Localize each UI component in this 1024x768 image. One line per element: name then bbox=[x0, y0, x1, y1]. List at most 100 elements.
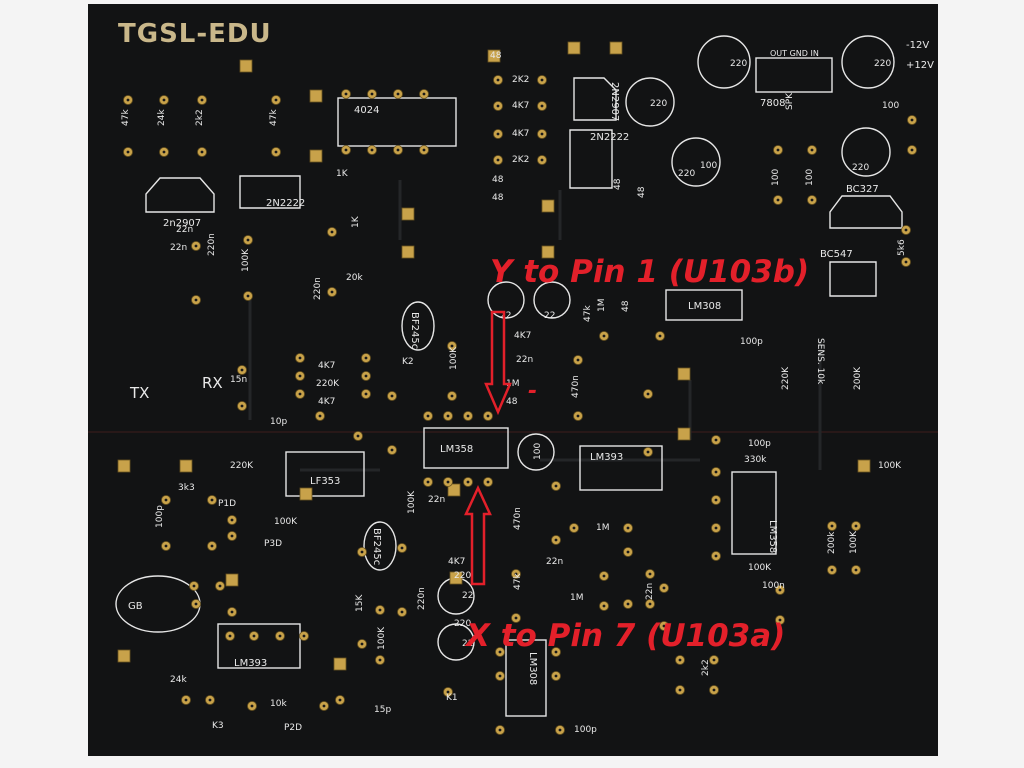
ic-lm393-mid: LM393 bbox=[579, 445, 663, 491]
component-value-label: 48 bbox=[621, 300, 631, 312]
svg-text:BF245c: BF245c bbox=[371, 528, 382, 565]
component-value-label: 48 bbox=[490, 51, 502, 61]
component-value-label: 2K2 bbox=[512, 155, 529, 165]
ic-label: LM393 bbox=[590, 452, 623, 463]
component-value-label: 220 bbox=[852, 163, 869, 173]
component-value-label: 22n bbox=[170, 243, 187, 253]
component-value-label: 100 bbox=[700, 161, 717, 171]
component-value-label: 100p bbox=[748, 439, 771, 449]
copper-pad bbox=[117, 649, 131, 663]
down-arrow-icon bbox=[484, 310, 512, 416]
ic-label: LM308 bbox=[688, 301, 721, 312]
component-value-label: 220 bbox=[730, 59, 747, 69]
component-value-label: 20k bbox=[346, 273, 363, 283]
copper-pad bbox=[677, 427, 691, 441]
component-value-label: 220K bbox=[316, 379, 340, 389]
k3-label: K3 bbox=[212, 721, 224, 731]
component-value-label: 100 bbox=[771, 169, 781, 186]
copper-pad bbox=[401, 245, 415, 259]
component-value-label: 100K bbox=[274, 517, 298, 527]
sens-label: SENS. 10k bbox=[815, 338, 825, 385]
component-value-label: 10p bbox=[270, 417, 287, 427]
component-value-label: 10k bbox=[270, 699, 287, 709]
power-plus-label: +12V bbox=[906, 60, 934, 71]
component-value-label: 100K bbox=[449, 346, 459, 370]
copper-pad bbox=[541, 199, 555, 213]
component-value-label: 22 bbox=[462, 591, 473, 601]
ic-label: LM358 bbox=[440, 444, 473, 455]
component-value-label: 220K bbox=[781, 366, 791, 390]
ic-label: LM393 bbox=[234, 658, 267, 669]
copper-pad bbox=[333, 657, 347, 671]
copper-pad bbox=[541, 245, 555, 259]
component-value-label: 100 bbox=[882, 101, 899, 111]
component-value-label: 220 bbox=[454, 571, 471, 581]
component-value-label: 5k6 bbox=[897, 239, 907, 256]
component-value-label: 15n bbox=[230, 375, 247, 385]
component-value-label: 2k2 bbox=[701, 659, 711, 676]
svg-text:2n2907: 2n2907 bbox=[163, 218, 201, 229]
component-value-label: 100 bbox=[805, 169, 815, 186]
ic-lm308-bottom: LM308 bbox=[505, 639, 547, 717]
ic-label: LF353 bbox=[310, 476, 340, 487]
component-value-label: 100K bbox=[878, 461, 902, 471]
component-value-label: 220 bbox=[650, 99, 667, 109]
transistor-bf245c-top: BF245c bbox=[401, 301, 435, 351]
copper-pad bbox=[449, 571, 463, 585]
copper-pad bbox=[857, 459, 871, 473]
power-minus-label: -12V bbox=[906, 40, 929, 51]
copper-pad bbox=[299, 487, 313, 501]
component-value-label: 1K bbox=[336, 169, 349, 179]
p1d-label: P1D bbox=[218, 499, 236, 509]
component-value-label: 220K bbox=[230, 461, 254, 471]
svg-text:GB: GB bbox=[128, 601, 143, 612]
component-value-label: 220n bbox=[417, 587, 427, 610]
component-value-label: 1M bbox=[570, 593, 584, 603]
component-value-label: 2K2 bbox=[512, 75, 529, 85]
component-value-label: 22 bbox=[500, 311, 511, 321]
transistor-bf245c-bottom: BF245c bbox=[363, 521, 397, 571]
x-annotation-label: X to Pin 7 (U103a) bbox=[464, 618, 785, 654]
component-value-label: 4K7 bbox=[448, 557, 465, 567]
ic-label: LM358 bbox=[767, 520, 778, 553]
transistor-bc547: BC547 bbox=[820, 249, 877, 297]
brand-label: TGSL-EDU bbox=[118, 19, 272, 49]
tx-label: TX bbox=[129, 384, 149, 402]
svg-text:BC547: BC547 bbox=[820, 249, 853, 260]
component-value-label: 1M bbox=[596, 523, 610, 533]
component-value-label: 100n bbox=[762, 581, 785, 591]
component-value-label: 48 bbox=[613, 178, 623, 190]
component-value-label: 100 bbox=[533, 443, 543, 460]
component-value-label: 100p bbox=[155, 505, 165, 528]
component-value-label: 15p bbox=[374, 705, 391, 715]
k2-label: K2 bbox=[402, 357, 414, 367]
component-value-label: 200K bbox=[853, 366, 863, 390]
component-value-label: 220 bbox=[678, 169, 695, 179]
component-value-label: 100K bbox=[748, 563, 772, 573]
copper-pad bbox=[239, 59, 253, 73]
component-value-label: 220n bbox=[313, 277, 323, 300]
copper-pad bbox=[117, 459, 131, 473]
svg-text:OUT GND IN: OUT GND IN bbox=[770, 49, 819, 58]
component-value-label: 470n bbox=[571, 375, 581, 398]
component-value-label: 48 bbox=[492, 175, 504, 185]
component-value-label: 22n bbox=[645, 583, 655, 600]
ic-lm358-right: LM358 bbox=[731, 471, 778, 555]
component-value-label: 47k bbox=[583, 305, 593, 322]
component-value-label: 100K bbox=[407, 490, 417, 514]
component-value-label: 47k bbox=[269, 109, 279, 126]
pcb-substrate bbox=[88, 4, 938, 756]
copper-pad bbox=[225, 573, 239, 587]
copper-pad bbox=[309, 149, 323, 163]
component-value-label: 22n bbox=[428, 495, 445, 505]
svg-text:2N2907: 2N2907 bbox=[609, 82, 620, 121]
transistor-2n2907-left: 2n2907 bbox=[145, 177, 215, 229]
component-value-label: 100p bbox=[740, 337, 763, 347]
electrolytic-caps bbox=[437, 35, 895, 661]
minus-annotation: - bbox=[528, 379, 537, 404]
component-value-label: 1M bbox=[597, 299, 607, 313]
svg-text:2N2222: 2N2222 bbox=[266, 198, 305, 209]
copper-pad bbox=[609, 41, 623, 55]
up-arrow-icon bbox=[464, 485, 492, 586]
component-value-label: 48 bbox=[492, 193, 504, 203]
